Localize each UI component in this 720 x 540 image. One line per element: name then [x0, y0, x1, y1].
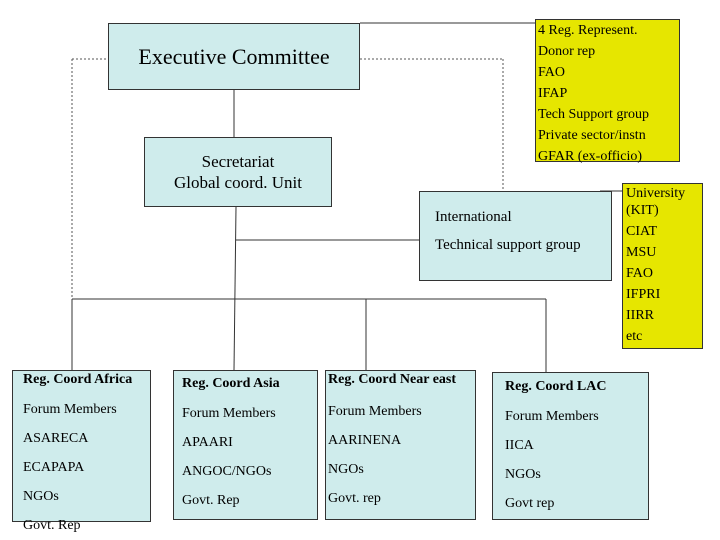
region-africa-box: Reg. Coord Africa Forum Members ASARECA … [12, 370, 151, 533]
region-member: Forum Members [23, 402, 117, 417]
international-line: International [435, 209, 512, 225]
region-member: Govt. rep [328, 491, 381, 506]
representative-item: 4 Reg. Represent. [538, 23, 638, 38]
representative-item: Tech Support group [538, 107, 650, 122]
technical-member-item: FAO [626, 266, 653, 281]
secretariat-line: Secretariat [201, 152, 275, 171]
region-member: ANGOC/NGOs [182, 464, 272, 479]
representative-item: Donor rep [538, 44, 596, 59]
region-member: APAARI [182, 435, 233, 450]
representative-item: Private sector/instn [538, 128, 646, 143]
technical-member-item: (KIT) [626, 203, 659, 218]
region-member: Forum Members [328, 404, 422, 419]
region-title: Reg. Coord LAC [505, 379, 607, 394]
technical-member-item: etc [626, 329, 643, 344]
region-lac-box: Reg. Coord LAC Forum Members IICA NGOs G… [492, 372, 649, 520]
representative-item: FAO [538, 65, 565, 80]
technical-members-box: University (KIT) CIAT MSU FAO IFPRI IIRR… [622, 183, 703, 349]
representative-item: GFAR (ex-officio) [538, 149, 643, 164]
region-asia-box: Reg. Coord Asia Forum Members APAARI ANG… [173, 370, 318, 520]
region-member: NGOs [23, 489, 59, 504]
technical-member-item: IFPRI [626, 287, 661, 302]
region-member: ASARECA [23, 431, 89, 446]
secretariat-line: Global coord. Unit [174, 173, 302, 192]
region-member: Govt rep [505, 496, 555, 511]
technical-member-item: MSU [626, 245, 657, 260]
region-member: AARINENA [328, 433, 402, 448]
region-member: Govt. Rep [182, 493, 240, 508]
representative-item: IFAP [538, 86, 568, 101]
region-member: NGOs [328, 462, 364, 477]
representatives-box: 4 Reg. Represent. Donor rep FAO IFAP Tec… [535, 19, 680, 164]
region-title: Reg. Coord Asia [182, 376, 280, 391]
region-title: Reg. Coord Africa [23, 372, 133, 387]
region-near-east-box: Reg. Coord Near east Forum Members AARIN… [325, 370, 476, 520]
region-member: ECAPAPA [23, 460, 85, 475]
region-member: IICA [505, 438, 534, 453]
technical-member-item: CIAT [626, 224, 658, 239]
region-member: Forum Members [182, 406, 276, 421]
region-title: Reg. Coord Near east [328, 372, 457, 387]
technical-member-item: IIRR [626, 308, 654, 323]
region-member: NGOs [505, 467, 541, 482]
region-member: Forum Members [505, 409, 599, 424]
international-support-group-box: International Technical support group [419, 191, 612, 281]
secretariat-box: Secretariat Global coord. Unit [144, 137, 332, 207]
international-line: Technical support group [435, 237, 581, 253]
executive-committee-box: Executive Committee [108, 23, 360, 90]
technical-member-item: University [626, 186, 686, 201]
executive-committee-label: Executive Committee [138, 43, 330, 69]
region-member: Govt. Rep [23, 518, 81, 533]
secretariat-trunk-line [233, 206, 237, 371]
